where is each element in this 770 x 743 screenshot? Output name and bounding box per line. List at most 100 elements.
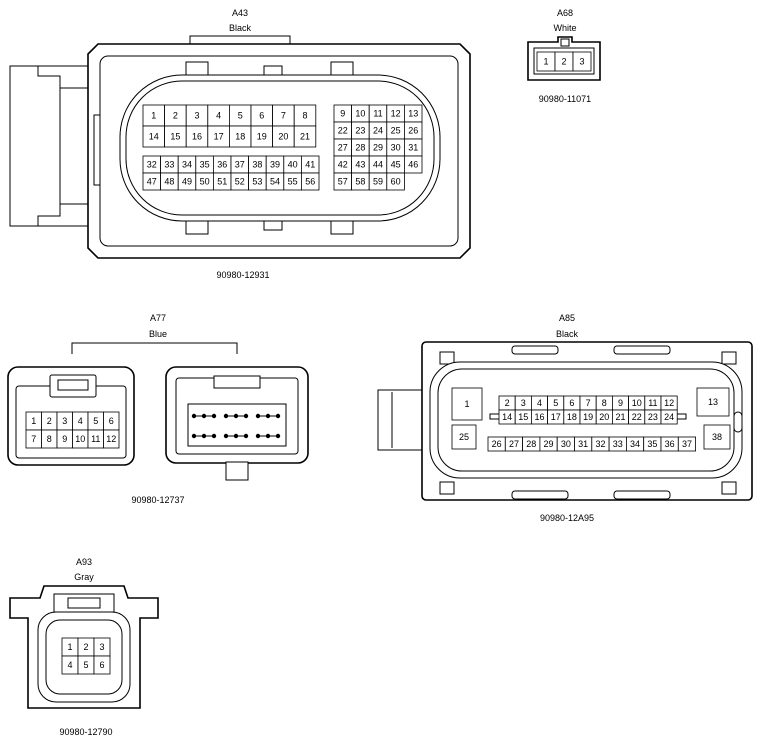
terminal-pin — [201, 433, 207, 439]
pin-a85: 36 — [665, 439, 675, 449]
pin-a93: 4 — [67, 660, 72, 670]
pin-a68: 3 — [579, 57, 584, 67]
pin-a43: 17 — [214, 132, 224, 142]
pin-a85: 12 — [664, 398, 674, 408]
connector-a85-latch — [613, 490, 671, 500]
pin-a85-cell — [660, 409, 678, 425]
terminal-pin — [211, 413, 217, 419]
pin-a68: 2 — [561, 57, 566, 67]
pin-a85: 2 — [505, 398, 510, 408]
connector-a43-color: Black — [229, 23, 252, 33]
pin-a93: 6 — [99, 660, 104, 670]
connector-a93-part-number: 90980-12790 — [59, 727, 112, 737]
pin-a43: 26 — [408, 126, 418, 136]
pin-a85: 28 — [526, 439, 536, 449]
pin-a43: 1 — [151, 111, 156, 121]
connector-a43-lock-tab — [263, 220, 283, 231]
pin-a43: 58 — [355, 177, 365, 187]
pin-a43: 13 — [408, 109, 418, 119]
pin-a68: 1 — [543, 57, 548, 67]
pin-a43-cell — [386, 172, 405, 191]
pin-a85: 19 — [583, 412, 593, 422]
pin-a43: 47 — [147, 177, 157, 187]
connector-a43-lock-tab — [263, 65, 283, 76]
pin-a77: 11 — [91, 434, 100, 444]
connector-a85-latch — [613, 345, 671, 355]
pin-a93: 2 — [83, 642, 88, 652]
pin-a85-large-cell — [703, 424, 731, 450]
pin-a43: 31 — [408, 143, 418, 153]
pin-a43: 45 — [391, 160, 401, 170]
terminal-pin — [255, 413, 261, 419]
connector-a85-harness — [377, 389, 424, 451]
pin-a93: 5 — [83, 660, 88, 670]
pin-a85: 34 — [630, 439, 640, 449]
pin-a43: 48 — [164, 177, 174, 187]
pin-a77: 4 — [78, 416, 83, 426]
pin-a93: 3 — [99, 642, 104, 652]
pin-a85: 30 — [561, 439, 571, 449]
pin-a43: 51 — [217, 177, 227, 187]
terminal-pin — [265, 413, 271, 419]
terminal-pin — [223, 413, 229, 419]
pin-a77: 2 — [47, 416, 52, 426]
terminal-pin — [265, 433, 271, 439]
pin-a43: 43 — [355, 160, 365, 170]
pin-a43: 42 — [338, 160, 348, 170]
connector-a43-id: A43 — [232, 8, 248, 18]
terminal-pin — [191, 433, 197, 439]
terminal-pin — [243, 413, 249, 419]
pin-a43: 37 — [235, 160, 245, 170]
pin-a43: 34 — [182, 160, 192, 170]
pin-a43: 44 — [373, 160, 383, 170]
pin-a43: 55 — [288, 177, 298, 187]
pin-a43: 49 — [182, 177, 192, 187]
connector-a77-terminals — [191, 413, 281, 439]
pin-a85-large: 1 — [464, 399, 469, 409]
terminal-pin — [201, 413, 207, 419]
connector-a43-lock-tab — [330, 61, 354, 76]
pin-a93: 1 — [67, 642, 72, 652]
pin-a43-cell — [403, 155, 423, 174]
connector-a43-lock-tab — [330, 220, 354, 235]
connector-a43-key-slot — [93, 114, 101, 186]
connector-a93-pins: 1 2 3 4 5 6 — [61, 637, 111, 675]
pin-a43: 10 — [355, 109, 365, 119]
terminal-pin — [233, 433, 239, 439]
pin-a85: 27 — [509, 439, 519, 449]
connector-a85-color: Black — [556, 329, 579, 339]
terminal-pin — [255, 433, 261, 439]
pin-a43: 24 — [373, 126, 383, 136]
pin-a77: 7 — [31, 434, 36, 444]
pin-a77: 3 — [62, 416, 67, 426]
pin-a85: 6 — [569, 398, 574, 408]
pin-a43: 57 — [338, 177, 348, 187]
connector-a85-key — [733, 411, 743, 433]
pin-a85: 37 — [682, 439, 692, 449]
pin-a85: 29 — [544, 439, 554, 449]
pin-a43: 36 — [217, 160, 227, 170]
pin-a43: 20 — [278, 132, 288, 142]
pin-a43: 53 — [252, 177, 262, 187]
pin-a85: 31 — [578, 439, 588, 449]
pin-a43: 19 — [257, 132, 267, 142]
pin-a85-large-cell — [451, 424, 477, 450]
connector-a43-side-latch — [9, 65, 89, 227]
pin-a43: 38 — [252, 160, 262, 170]
pin-a43: 59 — [373, 177, 383, 187]
pin-a43-cell — [293, 125, 317, 148]
pin-a43-cell — [300, 172, 320, 191]
connector-a68-part-number: 90980-11071 — [539, 94, 591, 104]
pin-a85: 33 — [613, 439, 623, 449]
pin-a43: 35 — [200, 160, 210, 170]
pin-a77: 9 — [62, 434, 67, 444]
pin-a43: 54 — [270, 177, 280, 187]
connector-a43-lock-tab — [185, 220, 209, 235]
pin-a85: 22 — [632, 412, 642, 422]
connector-a85-part-number: 90980-12A95 — [540, 513, 594, 523]
connector-a68-color: White — [553, 23, 576, 33]
